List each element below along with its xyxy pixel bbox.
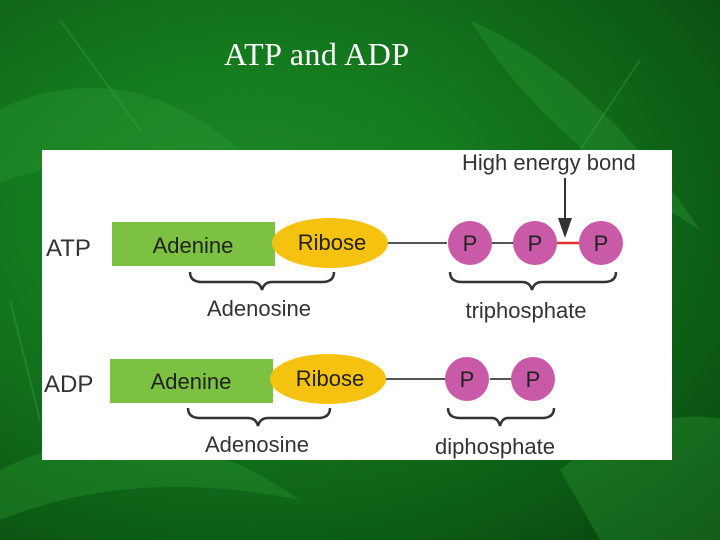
atp-phosphate-2 <box>513 221 557 265</box>
adp-adenosine-brace <box>186 407 332 427</box>
atp-phosphate-1 <box>448 221 492 265</box>
atp-phosphate-3-label: P <box>594 231 609 256</box>
atp-ribose-ellipse <box>272 218 388 268</box>
adp-row: ADP Adenine Ribose P P Adenosine diphosp… <box>44 354 556 459</box>
adp-diphosphate-label: diphosphate <box>435 434 555 459</box>
atp-adenine-label: Adenine <box>153 233 234 258</box>
atp-ribose-label: Ribose <box>298 230 366 255</box>
adp-adenine-label: Adenine <box>151 369 232 394</box>
adp-phosphate-1 <box>445 357 489 401</box>
adp-phosphate-2-label: P <box>526 367 541 392</box>
adp-phosphate-2 <box>511 357 555 401</box>
annotation-arrow-head-icon <box>558 218 572 238</box>
atp-triphosphate-label: triphosphate <box>465 298 586 323</box>
atp-label: ATP <box>46 235 91 262</box>
adp-adenine-box <box>110 359 273 403</box>
adp-phosphate-1-label: P <box>460 367 475 392</box>
atp-row: ATP Adenine Ribose P P P Adenosine triph… <box>46 218 623 323</box>
atp-adenosine-brace <box>188 271 336 291</box>
atp-phosphate-3 <box>579 221 623 265</box>
atp-adenine-box <box>112 222 275 266</box>
atp-adenosine-label: Adenosine <box>207 296 311 321</box>
slide-title: ATP and ADP <box>224 36 410 72</box>
atp-triphosphate-brace <box>448 271 618 291</box>
atp-adp-diagram: High energy bond ATP Adenine Ribose P P … <box>42 150 672 460</box>
adp-adenosine-label: Adenosine <box>205 432 309 457</box>
adp-diphosphate-brace <box>446 407 556 427</box>
adp-ribose-ellipse <box>270 354 386 404</box>
atp-phosphate-1-label: P <box>463 231 478 256</box>
adp-ribose-label: Ribose <box>296 366 364 391</box>
high-energy-bond-label: High energy bond <box>462 150 636 175</box>
atp-phosphate-2-label: P <box>528 231 543 256</box>
adp-label: ADP <box>44 371 93 398</box>
